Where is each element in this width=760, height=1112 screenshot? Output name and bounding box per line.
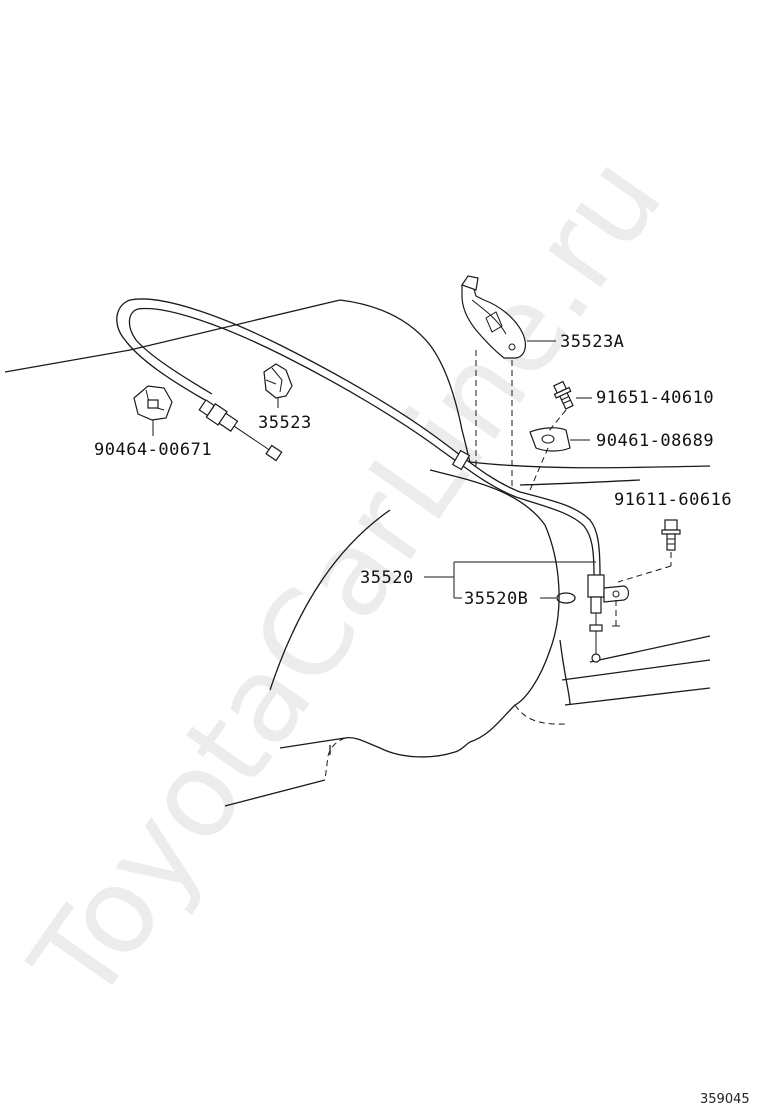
bracket-35523a-part bbox=[461, 275, 526, 359]
clip-90461-part bbox=[529, 427, 571, 452]
label-90461-08689: 90461-08689 bbox=[596, 431, 714, 451]
label-35523a: 35523A bbox=[560, 332, 624, 352]
label-90464-00671: 90464-00671 bbox=[94, 440, 212, 460]
body-outline bbox=[4, 299, 711, 807]
oring-35520b-part bbox=[556, 592, 576, 604]
bolt-91651-part bbox=[553, 380, 574, 410]
clamp-35523-part bbox=[263, 363, 293, 399]
diagram-reference-number: 359045 bbox=[700, 1092, 750, 1107]
leader-lines bbox=[152, 340, 672, 627]
bolt-91611-part bbox=[661, 519, 681, 551]
accelerator-cable bbox=[116, 298, 630, 663]
watermark: ToyotaCarLine.ru bbox=[4, 132, 688, 1027]
label-91651-40610: 91651-40610 bbox=[596, 388, 714, 408]
label-35520b: 35520B bbox=[464, 589, 528, 609]
label-35523: 35523 bbox=[258, 413, 312, 433]
clip-90464-part bbox=[133, 385, 173, 421]
label-35520: 35520 bbox=[360, 568, 414, 588]
label-91611-60616: 91611-60616 bbox=[614, 490, 732, 510]
